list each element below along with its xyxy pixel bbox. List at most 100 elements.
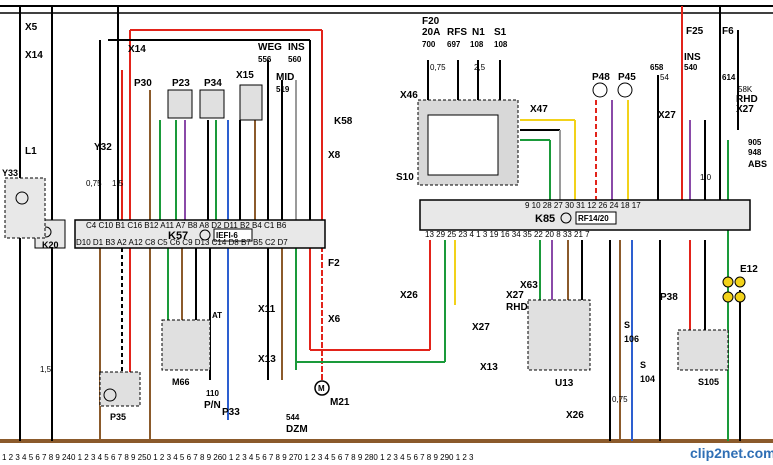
svg-text:M: M	[318, 384, 325, 393]
dzm-label: DZM	[286, 424, 308, 435]
iefi6-label: IEFI-6	[216, 231, 238, 240]
k85-module: K85 RF14/20 9 10 28 27 30 31 12 26 24 18…	[419, 199, 751, 239]
top-bus	[0, 5, 773, 14]
num519-label: 519	[276, 85, 290, 94]
pn-label: P/N	[204, 400, 221, 411]
num556-label: 556	[258, 55, 272, 64]
p48-label: P48	[592, 72, 610, 83]
k85-pins-top: 9 10 28 27 30 31 12 26 24 18 17	[525, 201, 641, 210]
num54-label: 54	[660, 73, 669, 82]
f2-label: F2	[328, 258, 340, 269]
x13a-label: X13	[480, 362, 498, 373]
x11-label: X11	[258, 304, 276, 315]
x26a-label: X26	[400, 290, 418, 301]
top-labels: X5 X14 X14 F20 20A RFS N1 S1 F25 F6 700 …	[25, 16, 767, 169]
f20a-label: 20A	[422, 27, 440, 38]
at-label: AT	[212, 311, 222, 320]
x5-label: X5	[25, 22, 38, 33]
k85-label: K85	[535, 213, 555, 225]
num108a-label: 108	[470, 40, 484, 49]
k57-pins-top: C4 C10 B1 C16 B12 A11 A7 B8 A8 D2 D11 B2…	[86, 221, 287, 230]
svg-text:2,5: 2,5	[474, 63, 486, 72]
p38-label: P38	[660, 292, 678, 303]
n1-label: N1	[472, 27, 485, 38]
x46-label: X46	[400, 90, 418, 101]
svg-text:0,75: 0,75	[430, 63, 446, 72]
svg-text:0,75: 0,75	[86, 179, 102, 188]
ins2-label: INS	[684, 52, 701, 63]
u13-label: U13	[555, 378, 574, 389]
rf1420-label: RF14/20	[578, 214, 609, 223]
s-label-1: S	[624, 320, 630, 330]
k57-label: K57	[168, 230, 188, 242]
right-wires	[539, 6, 741, 441]
p30-label: P30	[134, 78, 152, 89]
num905-label: 905	[748, 138, 762, 147]
rhd1-label: RHD	[736, 94, 758, 105]
x8-label: X8	[328, 150, 341, 161]
rfs-label: RFS	[447, 27, 467, 38]
x13b-label: X13	[258, 354, 276, 365]
svg-text:0,75: 0,75	[612, 395, 628, 404]
x63-label: X63	[520, 280, 538, 291]
y33-component: Y33	[2, 168, 46, 239]
p34-label: P34	[204, 78, 222, 89]
x27b-label: X27	[736, 104, 754, 115]
l1-label: L1	[25, 146, 37, 157]
f25-label: F25	[686, 26, 704, 37]
k57-module: K57 IEFI-6 C4 C10 B1 C16 B12 A11 A7 B8 A…	[74, 219, 326, 249]
k85-pins-bottom: 13 29 25 23 4 1 3 19 16 34 35 22 20 8 33…	[425, 230, 590, 239]
s106-label: 106	[624, 334, 639, 344]
e12-label: E12	[740, 264, 758, 275]
s104-label: 104	[640, 374, 655, 384]
p23-label: P23	[172, 78, 190, 89]
s10-label: S10	[396, 172, 414, 183]
p35-gauge: P35	[99, 371, 141, 422]
x14b-label: X14	[128, 44, 146, 55]
svg-text:1,5: 1,5	[112, 179, 124, 188]
wire-gauge-labels: 0,75 1,5 0,75 2,5 1,0 1,5 0,75	[40, 63, 712, 404]
num700-label: 700	[422, 40, 436, 49]
x6-label: X6	[328, 314, 341, 325]
m21-label: M21	[330, 397, 350, 408]
x14a-label: X14	[25, 50, 43, 61]
num110-label: 110	[206, 389, 219, 398]
num697-label: 697	[447, 40, 461, 49]
s10-wires	[427, 60, 576, 200]
num544-label: 544	[286, 413, 300, 422]
rhd2-label: RHD	[506, 302, 528, 313]
num58k-label: 58K	[738, 85, 753, 94]
p45-label: P45	[618, 72, 636, 83]
num614-label: 614	[722, 73, 736, 82]
component-labels: P30 P23 P34 X15 K58 X8 Y32 L1 X46 X47 P4…	[25, 70, 758, 435]
svg-text:1,5: 1,5	[40, 365, 52, 374]
m66-label: M66	[172, 377, 190, 387]
m66-module: M66	[161, 319, 211, 387]
lower-wires	[99, 222, 456, 441]
x27d-label: X27	[472, 322, 490, 333]
k57-pins-bottom: D10 D1 B3 A2 A12 C8 C5 C6 C9 D13 C14 D8 …	[76, 238, 288, 247]
f20-label: F20	[422, 16, 440, 27]
gauge-icons	[167, 82, 746, 303]
y32-label: Y32	[94, 142, 112, 153]
s1-label: S1	[494, 27, 507, 38]
x26b-label: X26	[566, 410, 584, 421]
m21-motor: M M21	[314, 380, 350, 408]
num560-label: 560	[288, 55, 302, 64]
watermark: clip2net.com	[690, 445, 773, 461]
num658-label: 658	[650, 63, 664, 72]
mid-label: MID	[276, 72, 294, 83]
y33-label: Y33	[2, 168, 18, 178]
k20-label: K20	[42, 240, 59, 250]
p33-label: P33	[222, 407, 240, 418]
num948-label: 948	[748, 148, 762, 157]
s10-switch: S10	[396, 99, 519, 186]
num540-label: 540	[684, 63, 698, 72]
ins-label: INS	[288, 42, 305, 53]
k58-label: K58	[334, 116, 353, 127]
x47-label: X47	[530, 104, 548, 115]
weg-label: WEG	[258, 42, 282, 53]
x27a-label: X27	[658, 110, 676, 121]
x15-label: X15	[236, 70, 254, 81]
